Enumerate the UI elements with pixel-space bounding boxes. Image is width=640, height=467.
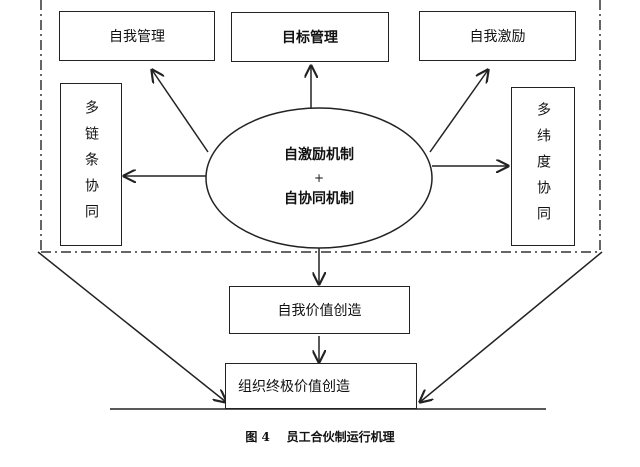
figure-caption: 图 4 员工合伙制运行机理 xyxy=(245,430,395,444)
center-line2: 自协同机制 xyxy=(284,191,354,208)
arrow-to-self-incentive xyxy=(429,70,488,153)
self-value-box: 自我价值创造 xyxy=(229,286,410,334)
self-incentive-box: 自我激励 xyxy=(419,11,576,61)
multi-chain-coordination-label: 多链条协同 xyxy=(83,99,99,230)
self-value-label: 自我价值创造 xyxy=(277,303,362,319)
self-incentive-label: 自我激励 xyxy=(469,29,526,45)
org-value-box: 组织终极价值创造 xyxy=(225,363,417,409)
arrow-to-self-management xyxy=(152,70,209,153)
goal-management-box: 目标管理 xyxy=(231,12,389,62)
org-value-label: 组织终极价值创造 xyxy=(238,379,350,395)
multi-dimension-coordination-label: 多纬度协同 xyxy=(535,101,551,232)
dashed-boundary xyxy=(40,0,601,253)
center-mechanism: 自激励机制 + 自协同机制 xyxy=(206,108,432,248)
center-line1: 自激励机制 xyxy=(284,147,354,163)
multi-chain-coordination-box: 多链条协同 xyxy=(60,83,122,246)
multi-dimension-coordination-box: 多纬度协同 xyxy=(511,87,575,246)
self-management-box: 自我管理 xyxy=(59,11,215,61)
self-management-label: 自我管理 xyxy=(109,29,165,45)
arrow-left-funnel xyxy=(37,251,226,402)
center-plus: + xyxy=(313,170,325,185)
arrow-right-funnel xyxy=(420,251,603,402)
goal-management-label: 目标管理 xyxy=(282,30,338,46)
